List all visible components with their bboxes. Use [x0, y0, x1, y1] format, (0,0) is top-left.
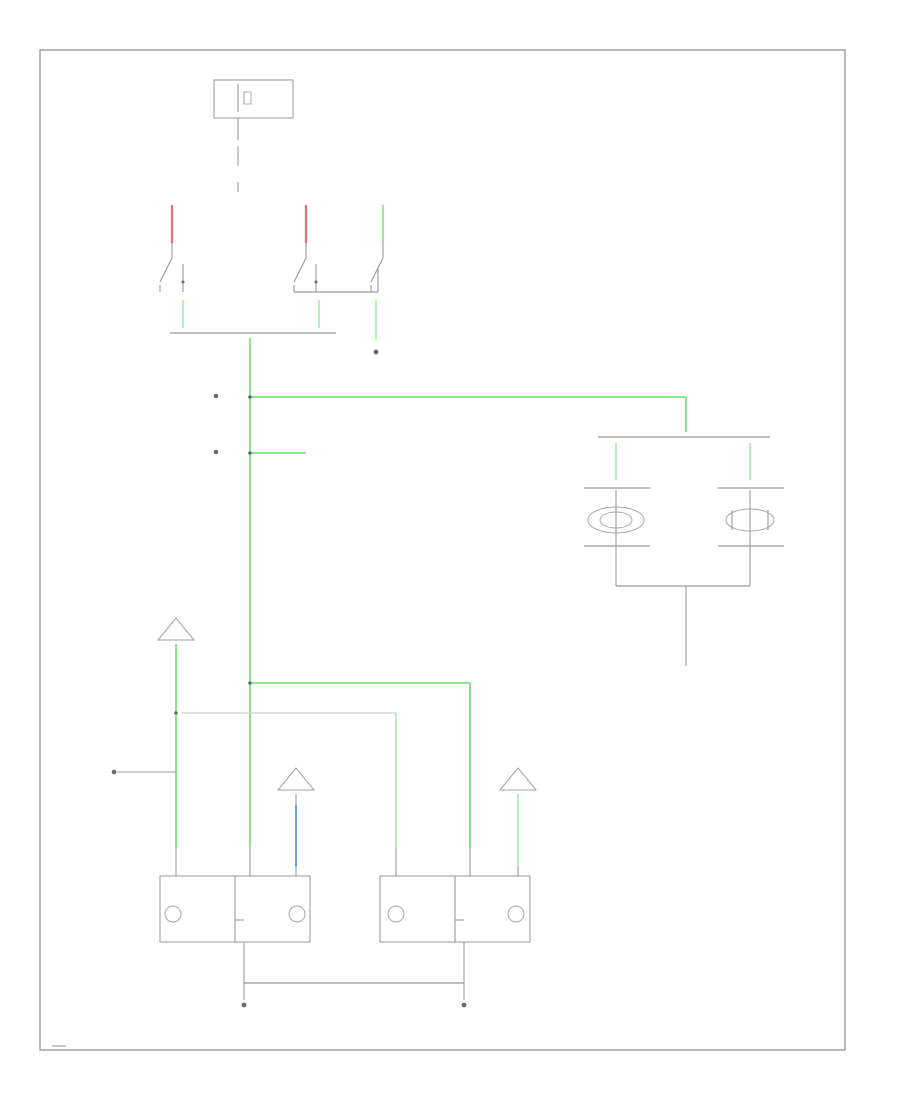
trunk-splice-2	[248, 451, 252, 455]
switch-2	[293, 257, 318, 292]
trunk-splice-1	[248, 395, 252, 399]
bottom-ground-left-connector	[241, 1002, 247, 1008]
ground-icon-right	[498, 767, 538, 791]
splice-connector	[373, 349, 379, 355]
left-supply	[111, 617, 196, 848]
diagram-frame	[39, 49, 846, 1051]
ground-icon-center	[276, 767, 316, 791]
ground-icon-left	[156, 617, 196, 641]
switch-sources	[159, 205, 384, 355]
lamp-assembly-right	[379, 848, 531, 1000]
left-supply-connector	[111, 769, 117, 775]
fuse-box	[213, 79, 294, 192]
switch-3	[370, 257, 384, 292]
center-grounds	[276, 767, 538, 866]
bottom-ground-right-connector	[461, 1002, 467, 1008]
lamp-assembly-left	[159, 845, 311, 1000]
reverse-lamp-left	[584, 487, 650, 547]
left-system-2-connector	[213, 449, 219, 455]
left-system-1-connector	[213, 393, 219, 399]
reverse-lamp-right	[718, 487, 784, 547]
left-systems	[213, 393, 252, 685]
reverse-lamps	[584, 436, 784, 666]
main-trunk	[182, 338, 687, 848]
switch-1	[159, 257, 185, 292]
bottom-grounds	[241, 982, 467, 1008]
fuse-box-outline	[213, 79, 294, 119]
trunk-splice-3	[248, 681, 252, 685]
